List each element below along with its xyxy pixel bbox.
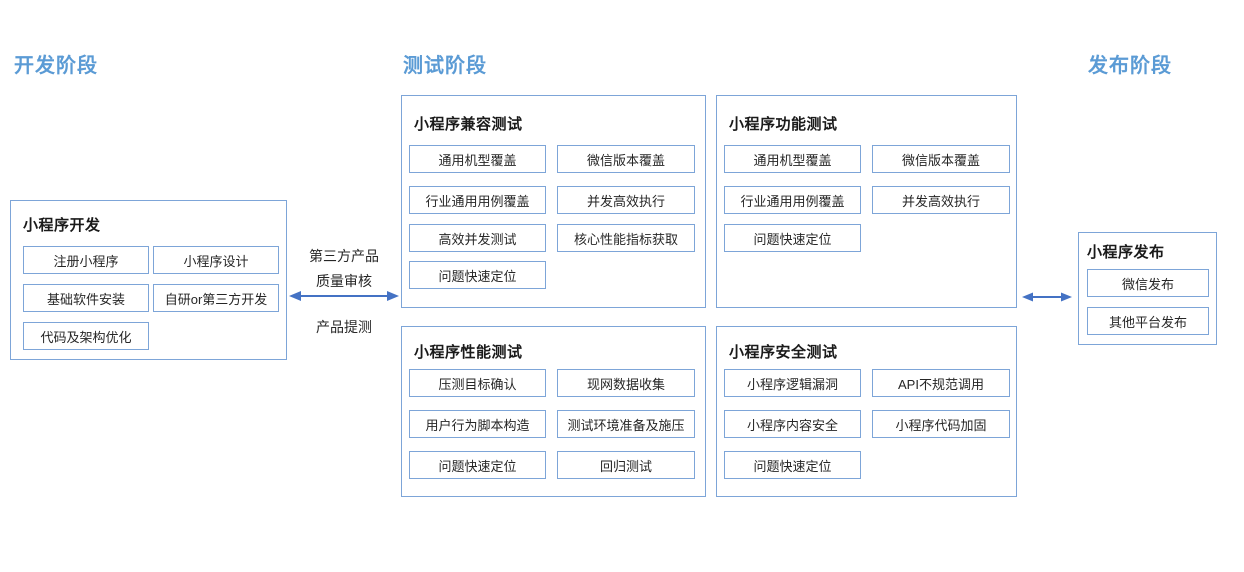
func-item-issue-locating: 问题快速定位 (724, 224, 861, 252)
func-item-device-coverage: 通用机型覆盖 (724, 145, 861, 173)
development-box-title: 小程序开发 (23, 217, 101, 234)
functional-test-title: 小程序功能测试 (729, 116, 838, 133)
security-test-box: 小程序安全测试 小程序逻辑漏洞 API不规范调用 小程序内容安全 小程序代码加固… (716, 326, 1017, 497)
performance-test-box: 小程序性能测试 压测目标确认 现网数据收集 用户行为脚本构造 测试环境准备及施压… (401, 326, 706, 497)
compat-item-wechat-version: 微信版本覆盖 (557, 145, 695, 173)
test-release-double-arrow-icon (1022, 292, 1072, 302)
security-test-title: 小程序安全测试 (729, 344, 838, 361)
perf-item-env-pressure: 测试环境准备及施压 (557, 410, 695, 438)
dev-test-double-arrow-icon (289, 291, 399, 301)
phase-heading-testing: 测试阶段 (403, 55, 487, 77)
compat-item-core-metrics: 核心性能指标获取 (557, 224, 695, 252)
compat-item-usecase-coverage: 行业通用用例覆盖 (409, 186, 546, 214)
sec-item-logic-vuln: 小程序逻辑漏洞 (724, 369, 861, 397)
compat-item-concurrent-exec: 并发高效执行 (557, 186, 695, 214)
sec-item-issue-locating: 问题快速定位 (724, 451, 861, 479)
perf-item-issue-locating: 问题快速定位 (409, 451, 546, 479)
dev-item-software-install: 基础软件安装 (23, 284, 149, 312)
perf-item-regression-test: 回归测试 (557, 451, 695, 479)
compat-item-issue-locating: 问题快速定位 (409, 261, 546, 289)
compatibility-test-box: 小程序兼容测试 通用机型覆盖 微信版本覆盖 行业通用用例覆盖 并发高效执行 高效… (401, 95, 706, 308)
release-item-wechat: 微信发布 (1087, 269, 1209, 297)
phase-heading-development: 开发阶段 (14, 55, 98, 77)
connector-label-product-submit: 产品提测 (316, 319, 372, 335)
release-box: 小程序发布 微信发布 其他平台发布 (1078, 232, 1217, 345)
func-item-usecase-coverage: 行业通用用例覆盖 (724, 186, 861, 214)
development-box: 小程序开发 注册小程序 小程序设计 基础软件安装 自研or第三方开发 代码及架构… (10, 200, 287, 360)
performance-test-title: 小程序性能测试 (414, 344, 523, 361)
release-item-other-platforms: 其他平台发布 (1087, 307, 1209, 335)
perf-item-live-data-collect: 现网数据收集 (557, 369, 695, 397)
functional-test-box: 小程序功能测试 通用机型覆盖 微信版本覆盖 行业通用用例覆盖 并发高效执行 问题… (716, 95, 1017, 308)
perf-item-behavior-script: 用户行为脚本构造 (409, 410, 546, 438)
compatibility-test-title: 小程序兼容测试 (414, 116, 523, 133)
dev-item-register: 注册小程序 (23, 246, 149, 274)
perf-item-target-confirm: 压测目标确认 (409, 369, 546, 397)
phase-heading-release: 发布阶段 (1088, 55, 1172, 77)
dev-item-design: 小程序设计 (153, 246, 279, 274)
compat-item-device-coverage: 通用机型覆盖 (409, 145, 546, 173)
func-item-wechat-version: 微信版本覆盖 (872, 145, 1010, 173)
dev-item-code-optimization: 代码及架构优化 (23, 322, 149, 350)
connector-label-quality-review: 质量审核 (316, 273, 372, 289)
compat-item-efficient-test: 高效并发测试 (409, 224, 546, 252)
sec-item-code-hardening: 小程序代码加固 (872, 410, 1010, 438)
release-box-title: 小程序发布 (1087, 244, 1165, 261)
func-item-concurrent-exec: 并发高效执行 (872, 186, 1010, 214)
connector-label-thirdparty-product: 第三方产品 (309, 248, 379, 264)
sec-item-content-safety: 小程序内容安全 (724, 410, 861, 438)
dev-item-self-or-thirdparty: 自研or第三方开发 (153, 284, 279, 312)
sec-item-api-misuse: API不规范调用 (872, 369, 1010, 397)
